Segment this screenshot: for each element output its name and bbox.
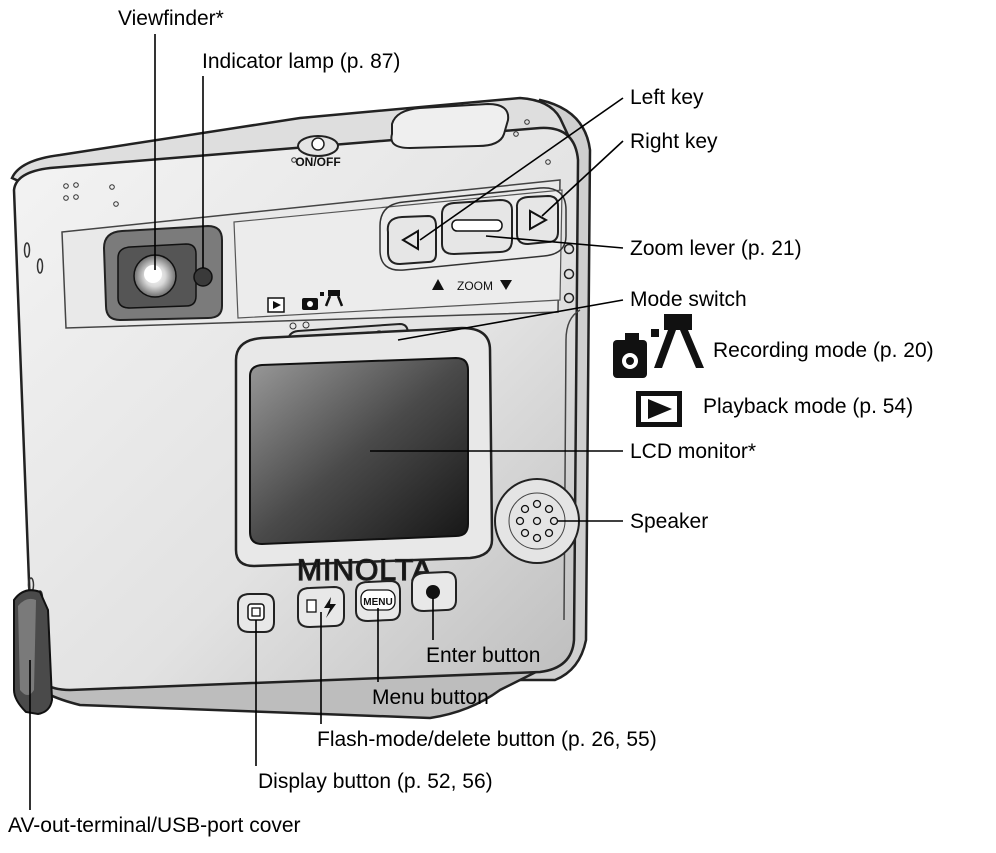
label-zoom-lever: Zoom lever (p. 21) bbox=[630, 237, 802, 260]
av-out-cover bbox=[13, 589, 54, 716]
menu-marking: MENU bbox=[363, 597, 392, 608]
playback-icon-body bbox=[267, 297, 285, 313]
record-icon-body bbox=[302, 290, 344, 310]
leader-lines bbox=[29, 34, 624, 810]
viewfinder bbox=[102, 224, 223, 322]
label-playback-mode: Playback mode (p. 54) bbox=[703, 395, 914, 418]
label-lcd-monitor: LCD monitor* bbox=[630, 440, 757, 463]
menu-button: MENU bbox=[355, 579, 401, 623]
lcd-monitor bbox=[249, 356, 469, 546]
left-key bbox=[386, 214, 437, 266]
label-speaker: Speaker bbox=[630, 510, 709, 533]
right-key bbox=[515, 194, 559, 246]
power-marking: ON/OFF bbox=[295, 155, 340, 169]
playback-mode-icon bbox=[636, 391, 682, 427]
enter-button bbox=[411, 570, 457, 613]
label-menu-button: Menu button bbox=[372, 686, 489, 709]
flash-delete-button bbox=[297, 585, 345, 629]
label-recording-mode: Recording mode (p. 20) bbox=[713, 339, 934, 362]
label-left-key: Left key bbox=[630, 86, 704, 109]
label-flash-delete-button: Flash-mode/delete button (p. 26, 55) bbox=[317, 728, 657, 751]
recording-mode-icon bbox=[613, 314, 704, 378]
label-enter-button: Enter button bbox=[426, 644, 541, 667]
label-av-out-cover: AV-out-terminal/USB-port cover bbox=[8, 814, 301, 837]
label-mode-switch: Mode switch bbox=[630, 288, 747, 311]
indicator-lamp bbox=[193, 267, 213, 287]
label-indicator-lamp: Indicator lamp (p. 87) bbox=[202, 50, 401, 73]
label-display-button: Display button (p. 52, 56) bbox=[258, 770, 493, 793]
zoom-text: ZOOM bbox=[457, 279, 493, 293]
label-right-key: Right key bbox=[630, 130, 718, 153]
zoom-lever bbox=[441, 198, 513, 256]
zoom-marking: ZOOM bbox=[432, 279, 512, 293]
display-button bbox=[237, 593, 275, 633]
label-viewfinder: Viewfinder* bbox=[118, 7, 224, 30]
